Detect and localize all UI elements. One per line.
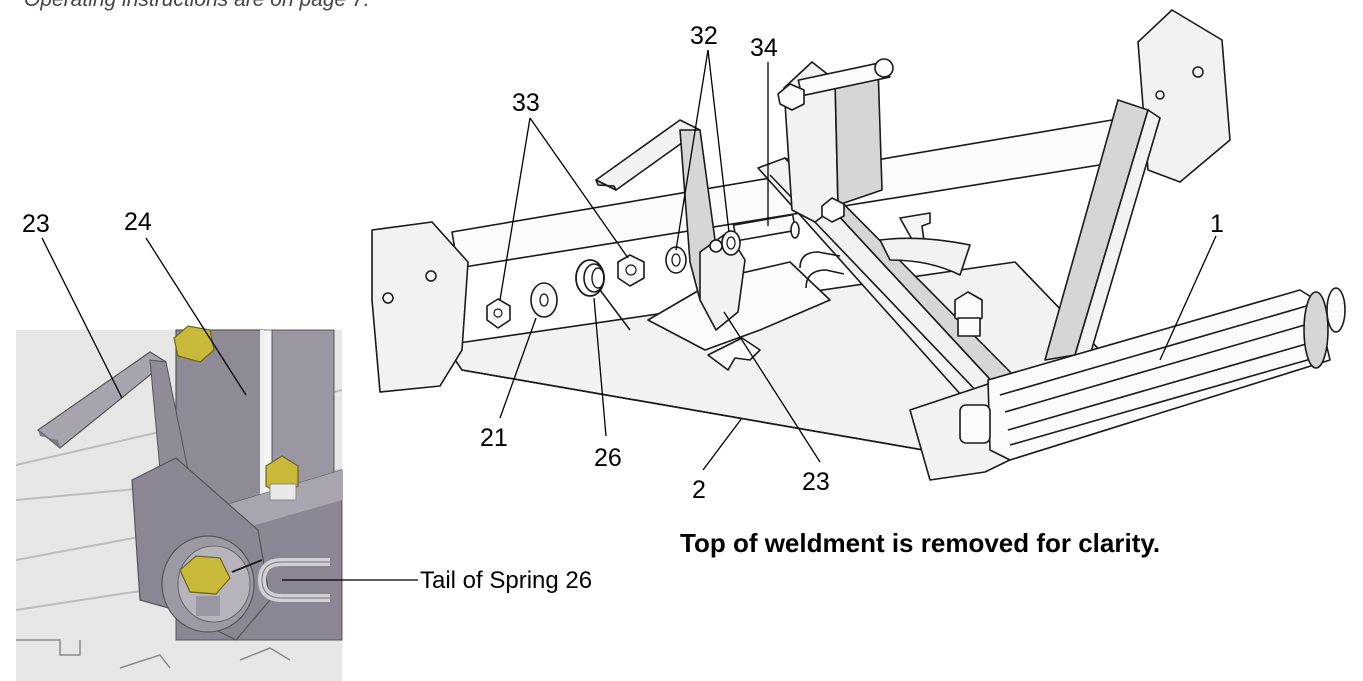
- label-1: 1: [1210, 210, 1224, 238]
- intro-text: Operating instructions are on page 7.: [24, 0, 370, 11]
- leader-lines: [41, 49, 1217, 581]
- caption: Top of weldment is removed for clarity.: [680, 528, 1160, 558]
- label-24: 24: [124, 208, 152, 236]
- callout-spring-tail: Tail of Spring 26: [420, 567, 592, 594]
- label-21: 21: [480, 424, 508, 452]
- label-33: 33: [512, 89, 540, 117]
- part-labels: 32 34 33 1 21 26 2 23 23 24 Tail of Spri…: [22, 22, 1224, 594]
- main-assembly-drawing: [371, 9, 1346, 481]
- label-23-inset: 23: [22, 210, 50, 238]
- label-26: 26: [594, 444, 622, 472]
- label-34: 34: [750, 34, 778, 62]
- label-32: 32: [690, 22, 718, 50]
- label-23-main: 23: [802, 468, 830, 496]
- inset-detail-view: [15, 325, 343, 681]
- label-2: 2: [692, 476, 706, 504]
